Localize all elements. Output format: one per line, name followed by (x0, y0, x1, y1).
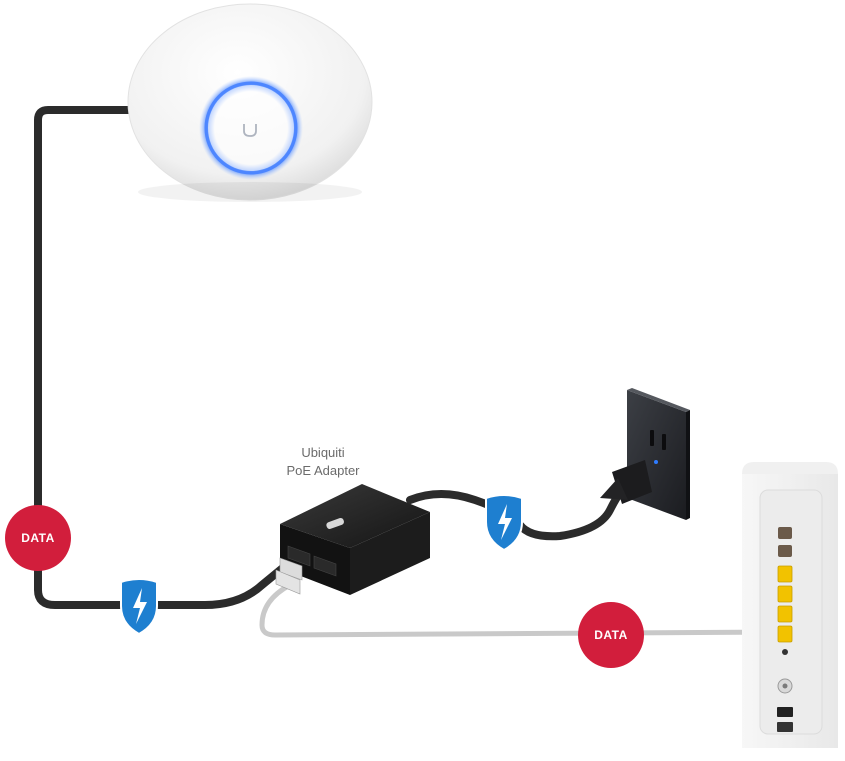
access-point (127, 3, 373, 202)
adapter-label: Ubiquiti PoE Adapter (268, 444, 378, 480)
data-badge-bottom: DATA (578, 602, 644, 668)
lightning-icon (498, 504, 512, 540)
lightning-icon (133, 588, 147, 624)
cable-adapter-to-router (259, 582, 783, 638)
poe-adapter (275, 484, 430, 595)
router (742, 462, 838, 748)
cable-adapter-to-outlet (406, 476, 634, 541)
cable-ap-to-adapter (34, 106, 294, 609)
router-lan-port-2 (777, 585, 793, 603)
adapter-label-line1: Ubiquiti (301, 445, 345, 460)
power-shield-bottom (120, 578, 158, 636)
router-lan-port-1 (777, 565, 793, 583)
router-lan-port-4 (777, 625, 793, 643)
wall-outlet (600, 388, 690, 520)
ubiquiti-logo-icon (243, 124, 257, 137)
data-badge-left: DATA (5, 505, 71, 571)
router-lan-port-3 (777, 605, 793, 623)
power-shield-right (485, 494, 523, 552)
adapter-label-line2: PoE Adapter (286, 463, 360, 478)
adapter-logo-icon (326, 517, 344, 529)
